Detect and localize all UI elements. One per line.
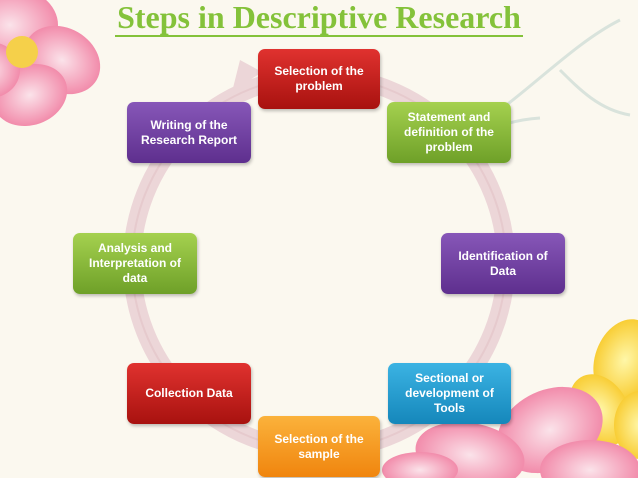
step-label: Collection Data (145, 386, 233, 400)
pink-flower-icon (0, 0, 101, 127)
step-collection-data: Collection Data (127, 363, 251, 424)
step-label: Analysis and Interpretation of data (89, 241, 181, 285)
step-identification-of-data: Identification of Data (441, 233, 565, 294)
step-selection-of-sample: Selection of the sample (258, 416, 380, 477)
step-development-of-tools: Sectional or development of Tools (388, 363, 511, 424)
step-writing-research-report: Writing of the Research Report (127, 102, 251, 163)
pink-flower-icon-bottom (382, 386, 638, 478)
step-analysis-and-interpretation: Analysis and Interpretation of data (73, 233, 197, 294)
step-label: Writing of the Research Report (140, 117, 238, 147)
step-label: Identification of Data (458, 248, 548, 278)
step-statement-and-definition: Statement and definition of the problem (387, 102, 511, 163)
page-title: Steps in Descriptive Research (115, 0, 523, 37)
step-label: Selection of the sample (274, 431, 364, 461)
step-label: Statement and definition of the problem (404, 110, 494, 154)
step-label: Sectional or development of Tools (405, 371, 494, 415)
step-label: Selection of the problem (274, 64, 364, 93)
step-selection-of-problem: Selection of the problem (258, 49, 380, 109)
